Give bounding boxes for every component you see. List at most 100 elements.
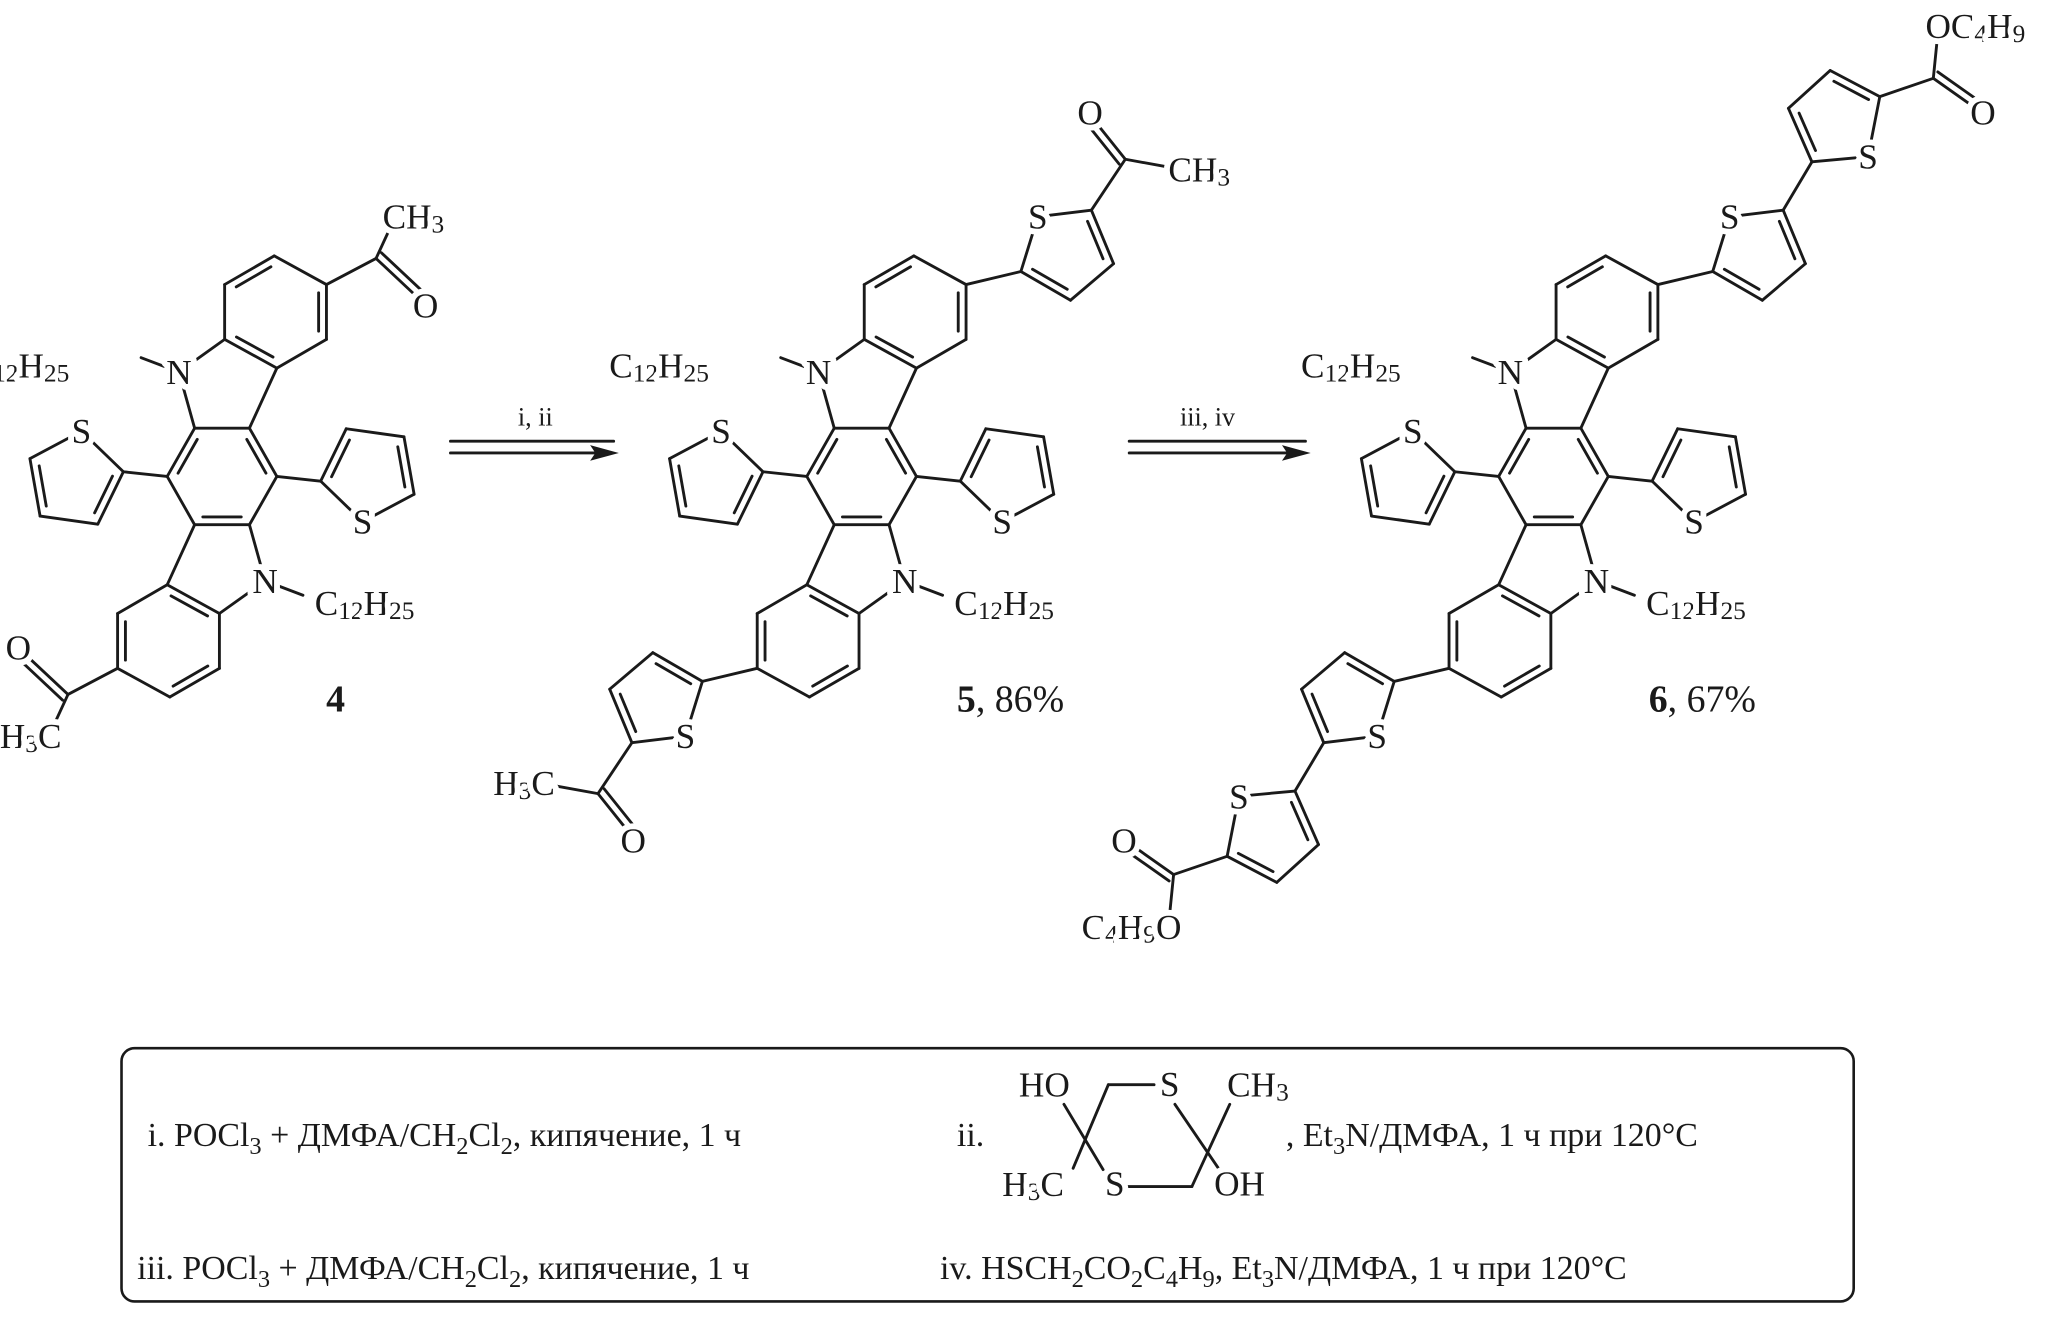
bond: [1346, 662, 1385, 686]
bond: [1173, 1102, 1221, 1172]
methyl-label: H3C: [493, 764, 555, 805]
dodecyl-label: C12H25: [315, 584, 415, 625]
nitrogen-label: N: [806, 353, 831, 392]
bond: [19, 659, 65, 702]
bond: [1392, 666, 1451, 683]
dodecyl-label: C12H25: [1646, 584, 1746, 625]
bond: [177, 337, 227, 374]
bond: [247, 426, 279, 478]
bond: [374, 257, 420, 300]
sulfur-label: S: [1684, 502, 1704, 541]
bond: [1866, 95, 1882, 159]
bond: [396, 445, 407, 489]
bond: [1566, 335, 1606, 359]
bond: [608, 687, 634, 745]
bond: [1781, 160, 1814, 212]
bond: [958, 427, 988, 483]
bond: [969, 438, 991, 479]
bond: [38, 514, 100, 526]
bond: [817, 337, 866, 374]
bond: [116, 666, 172, 699]
bond: [874, 265, 912, 289]
bond: [887, 426, 918, 478]
bond: [275, 337, 328, 370]
bond: [1728, 208, 1785, 219]
bond: [602, 787, 637, 830]
bond: [1375, 679, 1396, 738]
bond: [761, 470, 809, 478]
bond: [1579, 366, 1610, 430]
bond: [217, 579, 267, 615]
bond: [379, 251, 425, 294]
bond: [1127, 841, 1176, 877]
bond: [735, 470, 765, 526]
bond: [1293, 789, 1320, 846]
bond: [330, 438, 351, 479]
bond: [811, 664, 849, 688]
bond: [1225, 854, 1279, 884]
bond: [807, 666, 861, 699]
bond: [1042, 435, 1056, 496]
bond: [28, 429, 83, 461]
bond: [805, 523, 836, 587]
bond: [1554, 254, 1608, 286]
bond: [817, 370, 836, 430]
bond: [809, 594, 849, 618]
bond: [1275, 843, 1320, 884]
bond: [1497, 426, 1528, 478]
condition-iv: iv. HSCH2CO2C4H9, Et3N/ДМФА, 1 ч при 120…: [940, 1250, 1627, 1293]
bond: [630, 734, 687, 745]
bond: [1931, 76, 1980, 112]
bond: [344, 427, 406, 439]
bond: [651, 651, 704, 683]
bond: [1089, 157, 1127, 212]
bond: [24, 653, 70, 696]
methyl-label: CH3: [1227, 1065, 1289, 1106]
bond: [553, 784, 600, 796]
sulfur-label: S: [1858, 137, 1878, 176]
nitrogen-label: N: [1498, 353, 1523, 392]
bond: [1427, 470, 1457, 526]
bond: [887, 523, 907, 583]
methyl-label: CH3: [1168, 150, 1230, 191]
bond: [958, 479, 1004, 524]
bond: [165, 475, 197, 527]
methyl-label: H3C: [1002, 1164, 1064, 1205]
arrowhead-icon: [1281, 445, 1311, 461]
bond: [596, 792, 631, 835]
bonds-layer: [19, 37, 1984, 916]
sulfur-label: S: [1160, 1065, 1180, 1104]
dodecyl-label: C12H25: [609, 346, 709, 387]
bond: [93, 474, 114, 515]
arrow-label: iii, iv: [1180, 403, 1236, 432]
bond: [116, 583, 169, 615]
bond: [887, 366, 918, 430]
bond: [1786, 106, 1814, 164]
bond: [1019, 215, 1040, 273]
bond: [1828, 69, 1882, 99]
bond: [874, 335, 915, 359]
bond: [1092, 118, 1127, 161]
bond: [402, 435, 416, 496]
bond: [1499, 666, 1553, 699]
conditions-box: i. POCl3 + ДМФА/CH2Cl2, кипячение, 1 ч i…: [120, 1046, 1855, 1303]
arrowhead-icon: [590, 445, 619, 461]
bond: [235, 335, 275, 359]
compound-number: 6: [1649, 678, 1668, 720]
bond: [654, 662, 693, 686]
sulfur-label: S: [711, 412, 731, 451]
bond: [66, 666, 120, 696]
bond: [1453, 470, 1501, 478]
bond: [1576, 437, 1599, 475]
bond: [1878, 76, 1935, 99]
nitrogen-label: N: [892, 561, 917, 600]
bond: [1370, 514, 1431, 526]
bond: [719, 429, 765, 474]
oxygen-label: O: [1077, 93, 1102, 132]
bond: [984, 427, 1046, 439]
bond: [732, 474, 754, 515]
bond: [1676, 427, 1737, 439]
methyl-label: H3C: [0, 717, 61, 758]
bond: [361, 492, 416, 524]
bond: [171, 664, 210, 688]
